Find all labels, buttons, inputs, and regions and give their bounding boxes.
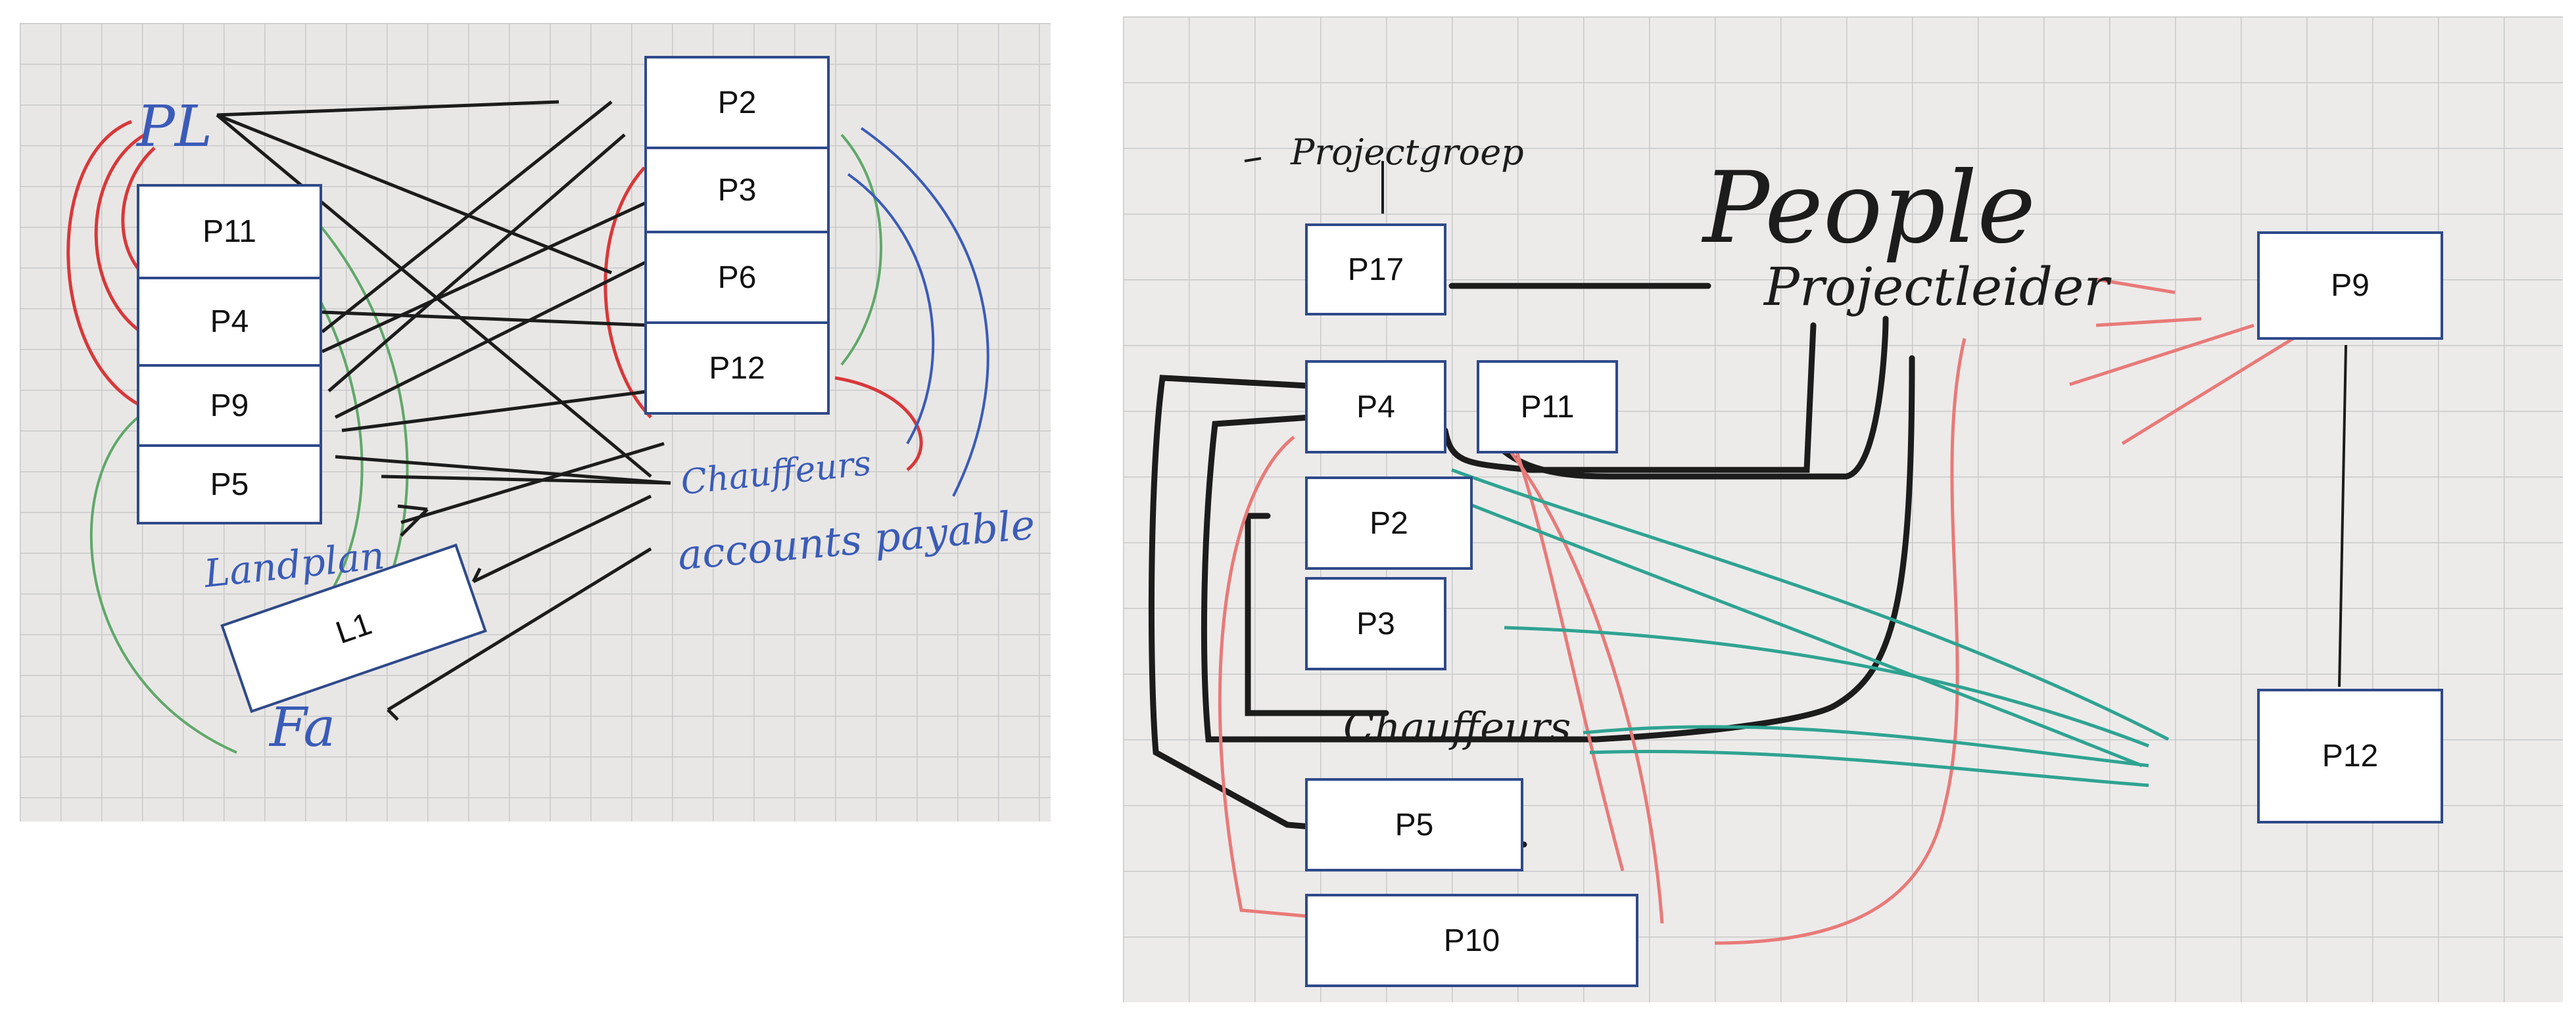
thin-black-lines-right — [1244, 157, 2347, 687]
box-p2-right: P2 — [1305, 476, 1473, 570]
box-p10: P10 — [1305, 894, 1638, 987]
box-p5-right: P5 — [1305, 778, 1523, 871]
box-p12-right: P12 — [2257, 689, 2443, 823]
people-label: People — [1703, 151, 2036, 266]
box-p3-right: P3 — [1305, 577, 1446, 670]
box-p5-left: P5 — [137, 444, 322, 524]
box-p9-left: P9 — [137, 364, 322, 447]
left-whiteboard-photo: PL Chauffeurs accounts payable Landplan … — [20, 23, 1051, 821]
projectleider-label: Projectleider — [1764, 256, 2109, 317]
box-p9-right: P9 — [2257, 231, 2443, 340]
box-p11-left: P11 — [137, 184, 322, 279]
pink-lines-right — [1218, 277, 2295, 945]
box-p17: P17 — [1305, 223, 1446, 315]
red-arcs-right — [604, 166, 923, 471]
box-p12-left: P12 — [644, 321, 830, 415]
projectgroep-label: Projectgroep — [1291, 131, 1524, 173]
black-connectors-right — [1148, 283, 1915, 848]
box-p4-left: P4 — [137, 277, 322, 367]
box-p6-left: P6 — [644, 231, 830, 324]
box-p3-left: P3 — [644, 147, 830, 233]
box-p4-right: P4 — [1305, 360, 1446, 453]
fa-label: Fa — [270, 697, 336, 759]
pl-label: PL — [137, 94, 212, 160]
box-p2-left: P2 — [644, 56, 830, 149]
teal-lines-right — [1431, 468, 2170, 787]
blue-arcs-right — [847, 127, 990, 497]
box-p11-right: P11 — [1477, 360, 1618, 453]
black-connectors-left — [216, 100, 671, 721]
chauffeurs-label-right: Chauffeurs — [1343, 703, 1571, 751]
